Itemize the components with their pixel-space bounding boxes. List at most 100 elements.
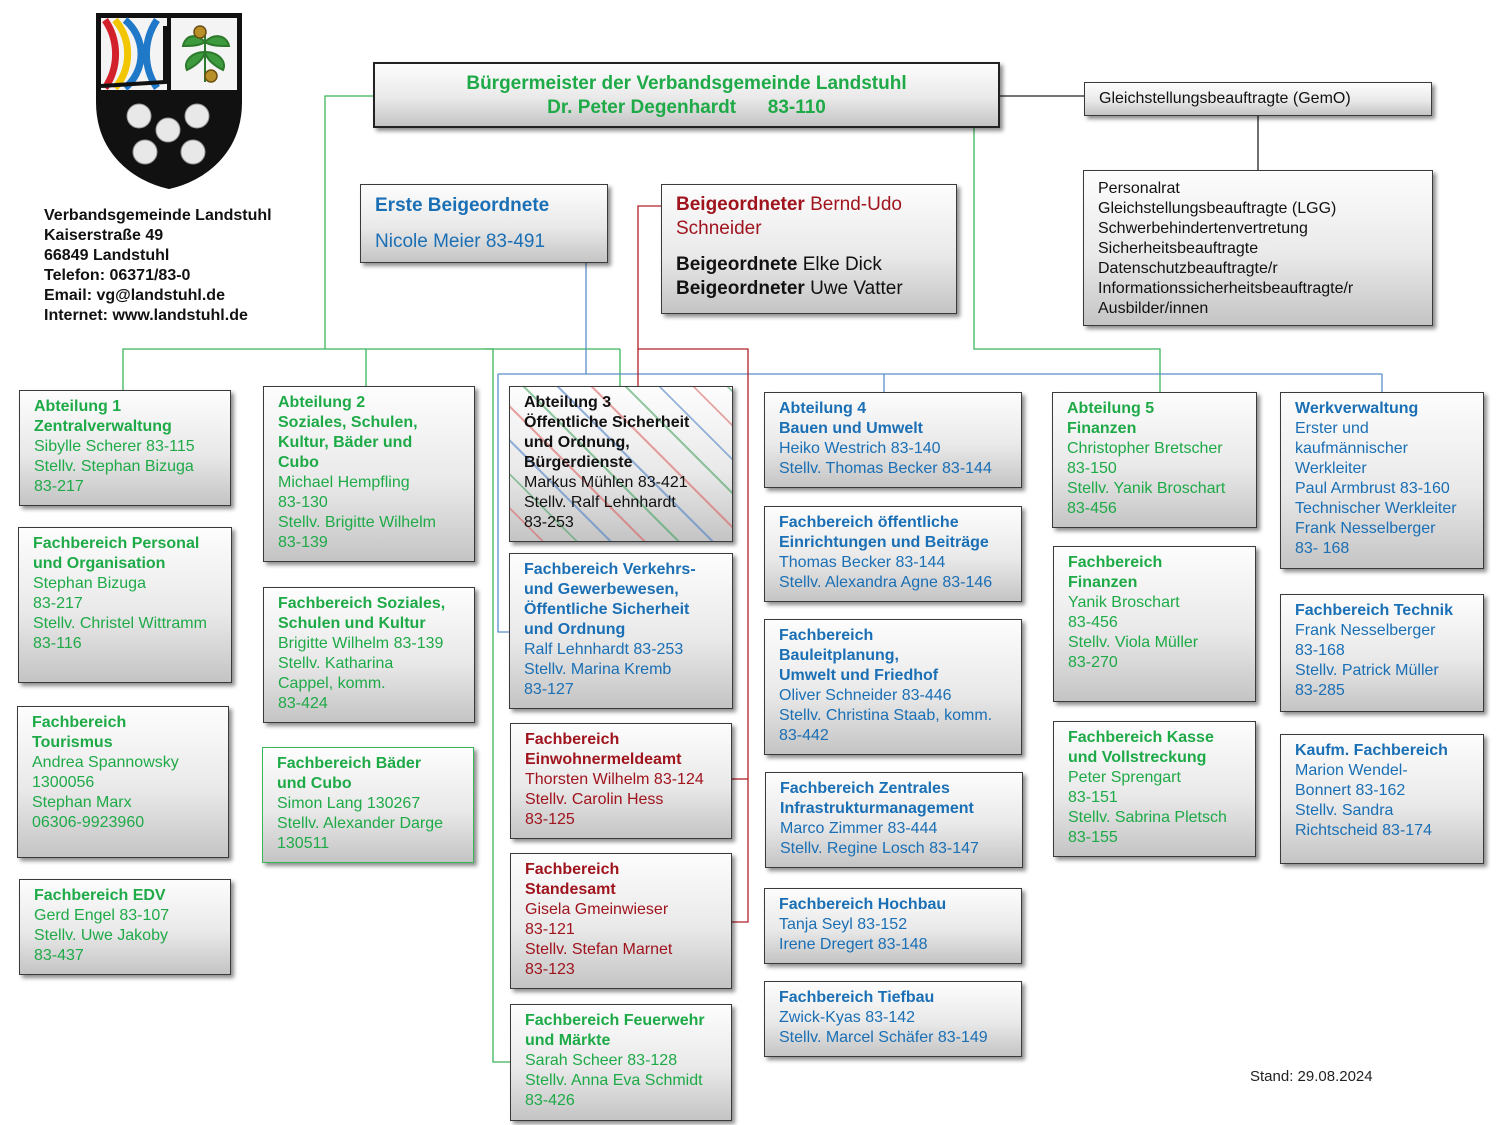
unit-fb-tourismus: Fachbereich Tourismus Andrea Spannowsky … <box>17 706 229 858</box>
unit-body: Heiko Westrich 83-140 Stellv. Thomas Bec… <box>779 440 992 477</box>
deputy-2-label: Beigeordnete <box>676 254 798 275</box>
unit-fb-einwohner: Fachbereich Einwohnermeldeamt Thorsten W… <box>510 723 732 839</box>
mayor-title: Bürgermeister der Verbandsgemeinde Lands… <box>466 73 907 94</box>
deputies-box: Beigeordneter Bernd-Udo Schneider Beigeo… <box>661 184 957 314</box>
unit-title: Fachbereich Tiefbau <box>779 989 935 1006</box>
unit-fb-infra: Fachbereich Zentrales Infrastrukturmanag… <box>765 772 1023 868</box>
unit-title: Werkverwaltung <box>1295 400 1419 417</box>
unit-body: Sibylle Scherer 83-115 Stellv. Stephan B… <box>34 438 195 495</box>
mayor-box: Bürgermeister der Verbandsgemeinde Lands… <box>373 62 1000 128</box>
unit-title: Abteilung 3 Öffentliche Sicherheit und O… <box>524 394 690 471</box>
unit-body: Oliver Schneider 83-446 Stellv. Christin… <box>779 687 993 744</box>
unit-title: Abteilung 1 Zentralverwaltung <box>34 398 172 435</box>
unit-title: Fachbereich Hochbau <box>779 896 947 913</box>
coat-of-arms-logo <box>96 13 242 190</box>
staff-council-item: Personalrat <box>1098 180 1180 197</box>
address-block: Verbandsgemeinde Landstuhl Kaiserstraße … <box>44 206 272 326</box>
unit-body: Michael Hempfling 83-130 Stellv. Brigitt… <box>278 474 436 551</box>
address-line: Internet: www.landstuhl.de <box>44 307 248 324</box>
unit-fb-feuerwehr: Fachbereich Feuerwehr und Märkte Sarah S… <box>510 1004 732 1121</box>
unit-title: Fachbereich EDV <box>34 887 166 904</box>
unit-title: Abteilung 5 Finanzen <box>1067 400 1155 437</box>
unit-body: Christopher Bretscher 83-150 Stellv. Yan… <box>1067 440 1226 517</box>
staff-council-item: Datenschutzbeauftragte/r <box>1098 260 1278 277</box>
connector-verkehr <box>497 374 510 633</box>
unit-title: Fachbereich Zentrales Infrastrukturmanag… <box>780 780 974 817</box>
unit-title: Fachbereich Einwohnermeldeamt <box>525 731 682 768</box>
address-line: Email: vg@landstuhl.de <box>44 287 225 304</box>
unit-body: Yanik Broschart 83-456 Stellv. Viola Mül… <box>1068 594 1199 671</box>
unit-title: Fachbereich Finanzen <box>1068 554 1163 591</box>
deputy-3: Beigeordneter Uwe Vatter <box>676 277 942 301</box>
unit-title: Fachbereich Tourismus <box>32 714 127 751</box>
unit-title: Abteilung 2 Soziales, Schulen, Kultur, B… <box>278 394 418 471</box>
unit-body: Zwick-Kyas 83-142 Stellv. Marcel Schäfer… <box>779 1009 988 1046</box>
unit-abteilung-5: Abteilung 5 Finanzen Christopher Bretsch… <box>1052 392 1257 528</box>
deputy-1-label: Beigeordneter <box>676 194 805 215</box>
staff-council-item: Informationssicherheitsbeauftragte/r <box>1098 280 1354 297</box>
connector-mayor-left <box>324 95 373 349</box>
unit-body: Gisela Gmeinwieser 83-121 Stellv. Stefan… <box>525 901 673 978</box>
unit-body: Ralf Lehnhardt 83-253 Stellv. Marina Kre… <box>524 641 684 698</box>
unit-fb-finanzen: Fachbereich Finanzen Yanik Broschart 83-… <box>1053 546 1256 702</box>
unit-fb-kasse: Fachbereich Kasse und Vollstreckung Pete… <box>1053 721 1256 857</box>
staff-council-box: Personalrat Gleichstellungsbeauftragte (… <box>1083 170 1433 326</box>
unit-body: Stephan Bizuga 83-217 Stellv. Christel W… <box>33 575 207 652</box>
mayor-name: Dr. Peter Degenhardt 83-110 <box>547 97 826 118</box>
unit-title: Fachbereich Kasse und Vollstreckung <box>1068 729 1214 766</box>
unit-abteilung-3: Abteilung 3 Öffentliche Sicherheit und O… <box>509 386 733 542</box>
unit-title: Kaufm. Fachbereich <box>1295 742 1448 759</box>
unit-fb-oeffentlich: Fachbereich öffentliche Einrichtungen un… <box>764 506 1022 602</box>
first-deputy-title: Erste Beigeordnete <box>375 195 550 216</box>
unit-body: Simon Lang 130267 Stellv. Alexander Darg… <box>277 795 444 852</box>
unit-body: Gerd Engel 83-107 Stellv. Uwe Jakoby 83-… <box>34 907 170 964</box>
address-line: 66849 Landstuhl <box>44 247 170 264</box>
unit-fb-hochbau: Fachbereich Hochbau Tanja Seyl 83-152 Ir… <box>764 888 1022 964</box>
deputy-1-name: Bernd-Udo Schneider <box>676 194 902 239</box>
connector-deputies <box>637 205 749 923</box>
address-line: Verbandsgemeinde Landstuhl <box>44 207 272 224</box>
connector-feuerwehr <box>485 348 510 1063</box>
unit-title: Fachbereich Technik <box>1295 602 1453 619</box>
stand-date: Stand: 29.08.2024 <box>1250 1068 1373 1085</box>
unit-fb-edv: Fachbereich EDV Gerd Engel 83-107 Stellv… <box>19 879 231 975</box>
unit-body: Erster und kaufmännischer Werkleiter Pau… <box>1295 420 1457 557</box>
unit-body: Sarah Scheer 83-128 Stellv. Anna Eva Sch… <box>525 1052 703 1109</box>
unit-body: Thomas Becker 83-144 Stellv. Alexandra A… <box>779 554 993 591</box>
first-deputy-box: Erste Beigeordnete Nicole Meier 83-491 <box>360 184 608 263</box>
unit-title: Fachbereich öffentliche Einrichtungen un… <box>779 514 989 551</box>
unit-title: Fachbereich Bauleitplanung, Umwelt und F… <box>779 627 939 684</box>
unit-fb-technik: Fachbereich Technik Frank Nesselberger 8… <box>1280 594 1484 712</box>
unit-fb-personal: Fachbereich Personal und Organisation St… <box>18 527 232 683</box>
unit-body: Frank Nesselberger 83-168 Stellv. Patric… <box>1295 622 1439 699</box>
equality-officer-label: Gleichstellungsbeauftragte (GemO) <box>1099 90 1351 107</box>
unit-body: Brigitte Wilhelm 83-139 Stellv. Katharin… <box>278 635 444 712</box>
unit-body: Marco Zimmer 83-444 Stellv. Regine Losch… <box>780 820 979 857</box>
unit-body: Markus Mühlen 83-421 Stellv. Ralf Lehnha… <box>524 474 688 531</box>
unit-title: Fachbereich Soziales, Schulen und Kultur <box>278 595 446 632</box>
unit-fb-verkehr: Fachbereich Verkehrs- und Gewerbewesen, … <box>509 553 733 709</box>
unit-fb-kaufm: Kaufm. Fachbereich Marion Wendel- Bonner… <box>1280 734 1484 864</box>
unit-body: Andrea Spannowsky 1300056 Stephan Marx 0… <box>32 754 179 831</box>
address-line: Kaiserstraße 49 <box>44 227 164 244</box>
deputy-3-label: Beigeordneter <box>676 278 805 299</box>
deputy-2: Beigeordnete Elke Dick <box>676 253 942 277</box>
unit-fb-bauleit: Fachbereich Bauleitplanung, Umwelt und F… <box>764 619 1022 755</box>
unit-title: Fachbereich Verkehrs- und Gewerbewesen, … <box>524 561 696 638</box>
unit-body: Tanja Seyl 83-152 Irene Dregert 83-148 <box>779 916 928 953</box>
unit-title: Fachbereich Bäder und Cubo <box>277 755 422 792</box>
unit-title: Fachbereich Personal und Organisation <box>33 535 200 572</box>
address-line: Telefon: 06371/83-0 <box>44 267 191 284</box>
deputy-2-name: Elke Dick <box>797 254 882 275</box>
deputy-1: Beigeordneter Bernd-Udo Schneider <box>676 193 942 241</box>
unit-title: Fachbereich Feuerwehr und Märkte <box>525 1012 705 1049</box>
deputy-3-name: Uwe Vatter <box>804 278 903 299</box>
unit-title: Fachbereich Standesamt <box>525 861 620 898</box>
unit-body: Thorsten Wilhelm 83-124 Stellv. Carolin … <box>525 771 704 828</box>
connector-green-bus <box>122 348 620 390</box>
first-deputy-name: Nicole Meier 83-491 <box>375 231 546 252</box>
staff-council-item: Ausbilder/innen <box>1098 300 1209 317</box>
unit-abteilung-2: Abteilung 2 Soziales, Schulen, Kultur, B… <box>263 386 475 562</box>
unit-body: Marion Wendel- Bonnert 83-162 Stellv. Sa… <box>1295 762 1432 839</box>
